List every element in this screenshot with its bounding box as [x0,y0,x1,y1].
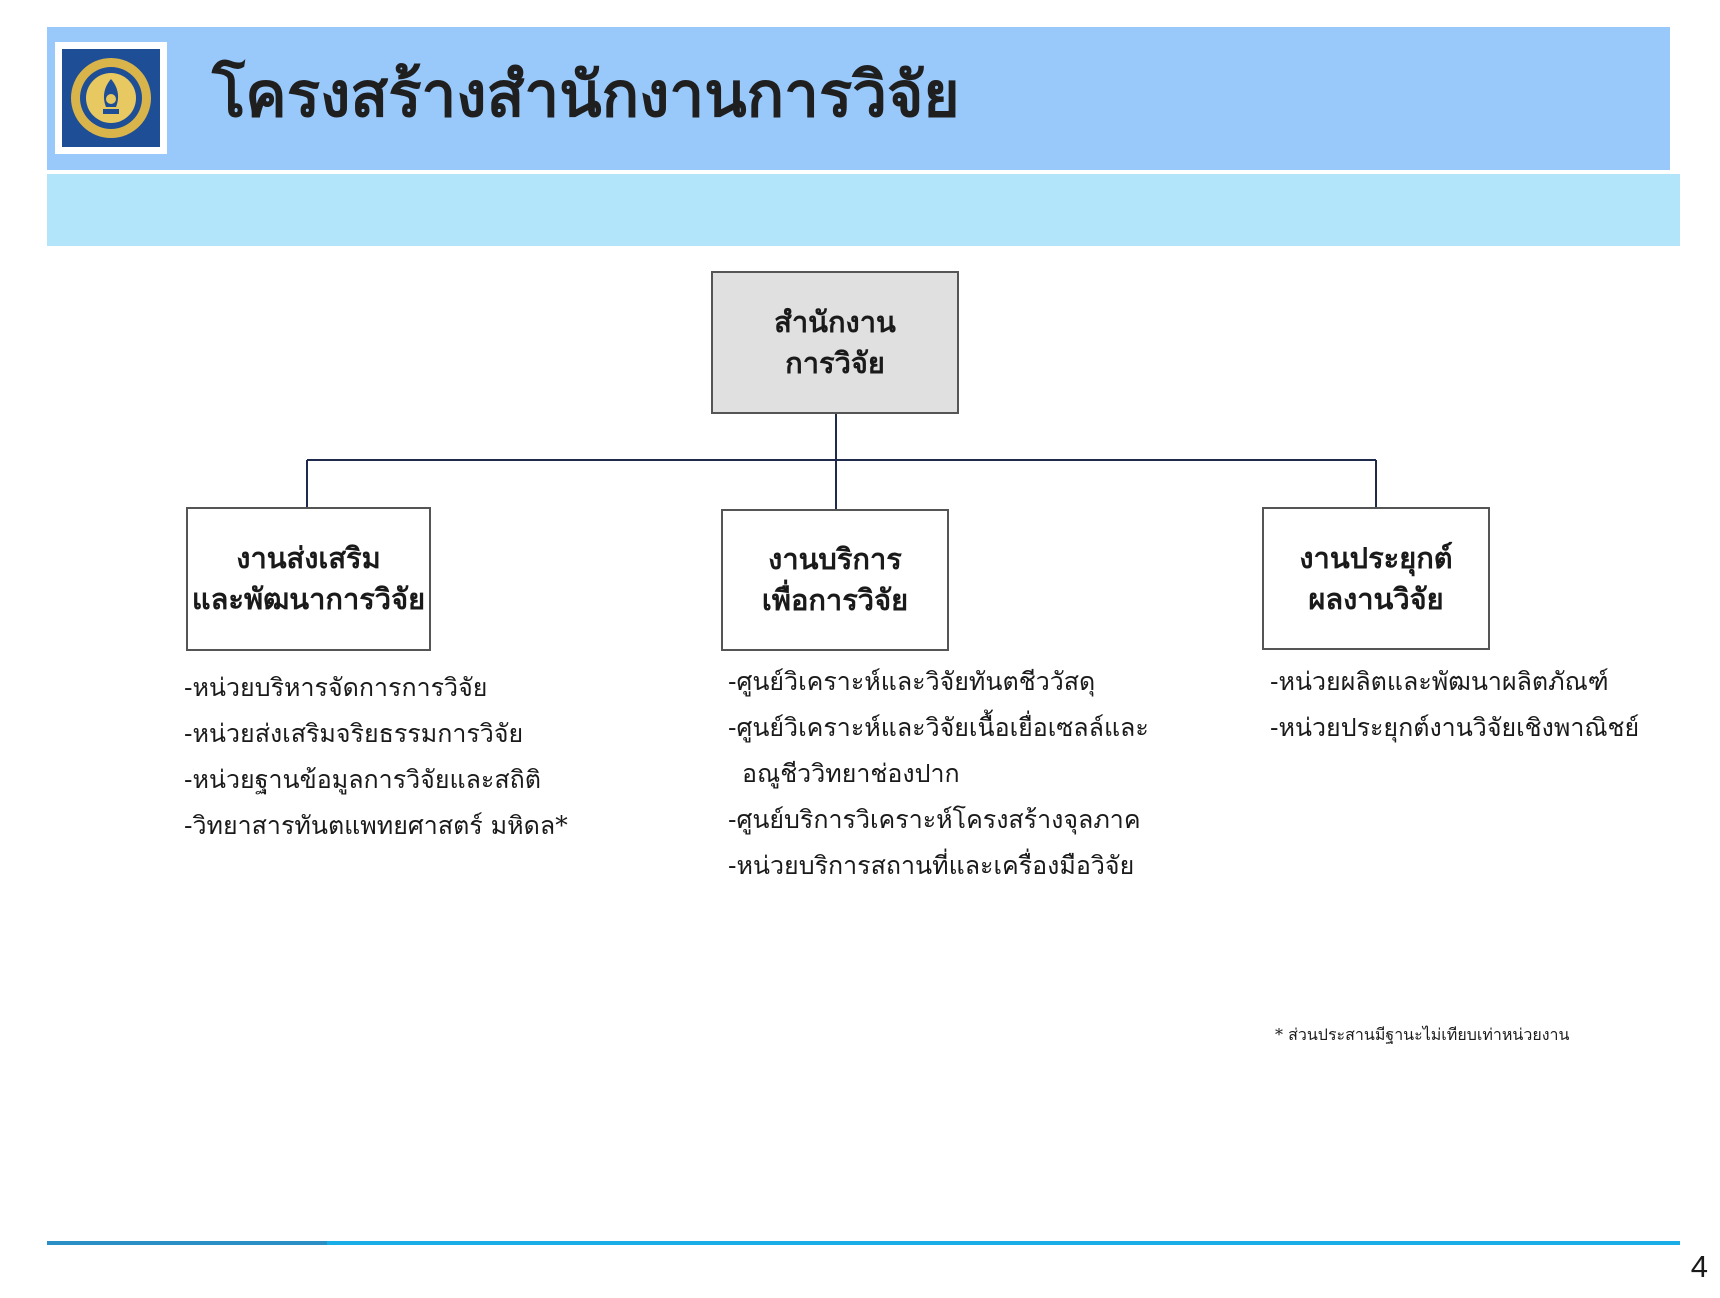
unit-box-promotion-development: งานส่งเสริม และพัฒนาการวิจัย [186,507,431,651]
list-item: หน่วยบริหารจัดการการวิจัย [184,665,568,711]
page-number: 4 [1690,1249,1708,1284]
sub-header-band [47,174,1680,246]
list-item: วิทยาสารทันตแพทยศาสตร์ มหิดล* [184,803,567,849]
page-title: โครงสร้างสำนักงานการวิจัย [212,58,960,131]
list-item: หน่วยบริการสถานที่และเครื่องมือวิจัย [728,843,1149,889]
list-item: หน่วยผลิตและพัฒนาผลิตภัณฑ์ [1270,659,1639,705]
header-band [47,27,1670,170]
footer-divider-accent [47,1241,327,1245]
list-item: ศูนย์วิเคราะห์และวิจัยเนื้อเยื่อเซลล์และ [728,705,1148,751]
unit-box-research-services: งานบริการ เพื่อการวิจัย [721,509,949,651]
logo-seal-icon [62,49,160,147]
list-item: หน่วยประยุกต์งานวิจัยเชิงพาณิชย์ [1270,705,1639,751]
unit-box-line-1: งานบริการ [768,542,902,576]
unit-list-research-application: หน่วยผลิตและพัฒนาผลิตภัณฑ์ หน่วยประยุกต์… [1270,659,1639,751]
unit-box-research-application: งานประยุกต์ ผลงานวิจัย [1262,507,1490,650]
unit-box-line-2: เพื่อการวิจัย [761,583,909,617]
root-box-line-2: การวิจัย [785,345,885,380]
unit-box-line-2: ผลงานวิจัย [1308,581,1444,616]
list-item: ศูนย์วิเคราะห์และวิจัยทันตชีววัสดุ [728,659,1149,705]
unit-list-promotion-development: หน่วยบริหารจัดการการวิจัย หน่วยส่งเสริมจ… [184,665,568,849]
list-item-continuation: อณูชีววิทยาช่องปาก [742,759,960,788]
university-logo [55,42,167,154]
list-item: ศูนย์บริการวิเคราะห์โครงสร้างจุลภาค [728,797,1149,843]
root-box-line-1: สำนักงาน [774,304,896,339]
list-item: หน่วยส่งเสริมจริยธรรมการวิจัย [184,711,568,757]
unit-box-line-2: และพัฒนาการวิจัย [191,582,426,616]
list-item: หน่วยฐานข้อมูลการวิจัยและสถิติ [184,757,568,803]
footnote: ส่วนประสานมีฐานะไม่เทียบเท่าหน่วยงาน [1275,1024,1569,1046]
root-box-research-office: สำนักงาน การวิจัย [711,271,959,414]
unit-box-line-1: งานส่งเสริม [236,541,381,575]
footer-divider [47,1241,1680,1245]
unit-list-research-services: ศูนย์วิเคราะห์และวิจัยทันตชีววัสดุ ศูนย์… [728,659,1149,889]
unit-box-line-1: งานประยุกต์ [1299,540,1453,575]
